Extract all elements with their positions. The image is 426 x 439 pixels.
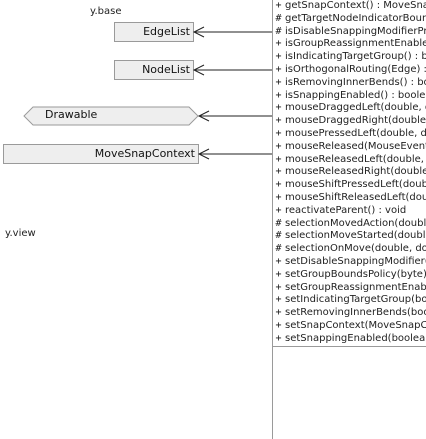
member-row[interactable]: #getTargetNodeIndicatorBounds: [273, 13, 426, 26]
protected-visibility-icon: #: [275, 230, 282, 242]
member-signature: isRemovingInnerBends() : boole: [285, 76, 426, 88]
public-visibility-icon: +: [275, 307, 282, 319]
member-signature: isSnappingEnabled() : boolean: [285, 89, 426, 101]
member-row[interactable]: +setDisableSnappingModifier(int: [273, 256, 426, 269]
member-signature: isGroupReassignmentEnabled(: [285, 38, 426, 50]
member-row[interactable]: #isDisableSnappingModifierPres: [273, 26, 426, 39]
member-signature: mouseReleased(MouseEvent): [285, 140, 426, 152]
member-row[interactable]: +mouseShiftReleasedLeft(double: [273, 192, 426, 205]
protected-visibility-icon: #: [275, 25, 282, 37]
member-signature: selectionMovedAction(double, c: [285, 217, 426, 229]
member-row[interactable]: +mouseReleasedLeft(double, dc: [273, 154, 426, 167]
member-signature: mouseReleasedLeft(double, dc: [285, 153, 426, 165]
public-visibility-icon: +: [275, 115, 282, 127]
arrowhead-movesnapcontext: [197, 148, 210, 160]
arrowhead-drawable: [197, 110, 210, 122]
member-row[interactable]: +setGroupReassignmentEnablec: [273, 282, 426, 295]
public-visibility-icon: +: [275, 166, 282, 178]
member-row[interactable]: +isRemovingInnerBends() : boole: [273, 77, 426, 90]
member-row[interactable]: +isGroupReassignmentEnabled(: [273, 38, 426, 51]
protected-visibility-icon: #: [275, 217, 282, 229]
drawable-outline: [23, 106, 199, 126]
protected-visibility-icon: #: [275, 243, 282, 255]
member-row[interactable]: +mouseDraggedRight(double, d: [273, 115, 426, 128]
member-signature: mouseShiftPressedLeft(double,: [285, 179, 426, 191]
public-visibility-icon: +: [275, 153, 282, 165]
member-signature: setDisableSnappingModifier(int: [285, 255, 426, 267]
member-row[interactable]: #selectionOnMove(double, doub: [273, 243, 426, 256]
interface-drawable-label: Drawable: [45, 108, 98, 121]
public-visibility-icon: +: [275, 0, 282, 11]
member-row[interactable]: #selectionMovedAction(double, c: [273, 218, 426, 231]
member-signature: mousePressedLeft(double, dou: [285, 127, 426, 139]
member-signature: mouseReleasedRight(double, c: [285, 166, 426, 178]
package-label-ybase: y.base: [90, 6, 122, 17]
public-visibility-icon: +: [275, 89, 282, 101]
member-row[interactable]: +getSnapContext() : MoveSnapC: [273, 0, 426, 13]
public-visibility-icon: +: [275, 51, 282, 63]
class-box-nodelist[interactable]: NodeList: [114, 60, 194, 80]
public-visibility-icon: +: [275, 281, 282, 293]
member-signature: isIndicatingTargetGroup() : boc: [285, 51, 426, 63]
class-box-edgelist[interactable]: EdgeList: [114, 22, 194, 42]
public-visibility-icon: +: [275, 319, 282, 331]
public-visibility-icon: +: [275, 294, 282, 306]
public-visibility-icon: +: [275, 179, 282, 191]
interface-drawable[interactable]: Drawable: [23, 106, 199, 126]
member-signature: mouseDraggedRight(double, d: [285, 115, 426, 127]
public-visibility-icon: +: [275, 76, 282, 88]
public-visibility-icon: +: [275, 204, 282, 216]
member-signature: getSnapContext() : MoveSnapC: [285, 0, 426, 11]
member-signature: setSnapContext(MoveSnapCont: [285, 319, 426, 331]
member-row[interactable]: +mouseDraggedLeft(double, do: [273, 102, 426, 115]
public-visibility-icon: +: [275, 332, 282, 344]
member-signature: getTargetNodeIndicatorBounds: [285, 12, 426, 24]
package-label-yview: y.view: [5, 228, 36, 239]
public-visibility-icon: +: [275, 255, 282, 267]
member-signature: mouseDraggedLeft(double, do: [285, 102, 426, 114]
member-row[interactable]: +setGroupBoundsPolicy(byte) : v: [273, 269, 426, 282]
protected-visibility-icon: #: [275, 12, 282, 24]
member-row[interactable]: +setSnappingEnabled(boolean): [273, 333, 426, 347]
member-row[interactable]: +setSnapContext(MoveSnapCont: [273, 320, 426, 333]
member-row[interactable]: +reactivateParent() : void: [273, 205, 426, 218]
member-signature: mouseShiftReleasedLeft(double: [285, 191, 426, 203]
member-signature: setRemovingInnerBends(boolea: [285, 307, 426, 319]
member-signature: selectionMoveStarted(double, c: [285, 230, 426, 242]
member-signature: isDisableSnappingModifierPres: [285, 25, 426, 37]
member-row[interactable]: +mouseReleasedRight(double, c: [273, 166, 426, 179]
public-visibility-icon: +: [275, 38, 282, 50]
member-list-panel: +getSnapContext() : MoveSnapC#getTargetN…: [272, 0, 426, 439]
member-signature: isOrthogonalRouting(Edge) : bo: [285, 63, 426, 75]
relationship-lines: [192, 26, 272, 160]
public-visibility-icon: +: [275, 127, 282, 139]
member-signature: setGroupReassignmentEnablec: [285, 281, 426, 293]
public-visibility-icon: +: [275, 191, 282, 203]
member-signature: selectionOnMove(double, doub: [285, 243, 426, 255]
member-row[interactable]: +mouseReleased(MouseEvent): [273, 141, 426, 154]
member-signature: setSnappingEnabled(boolean): [285, 332, 426, 344]
member-row[interactable]: +isOrthogonalRouting(Edge) : bo: [273, 64, 426, 77]
member-row[interactable]: +setIndicatingTargetGroup(bool: [273, 294, 426, 307]
arrowhead-nodelist: [192, 64, 205, 76]
public-visibility-icon: +: [275, 268, 282, 280]
arrowhead-edgelist: [192, 26, 205, 38]
member-row[interactable]: +mouseShiftPressedLeft(double,: [273, 179, 426, 192]
public-visibility-icon: +: [275, 63, 282, 75]
member-rows: +getSnapContext() : MoveSnapC#getTargetN…: [273, 0, 426, 347]
member-row[interactable]: +isSnappingEnabled() : boolean: [273, 90, 426, 103]
member-row[interactable]: #selectionMoveStarted(double, c: [273, 230, 426, 243]
member-row[interactable]: +mousePressedLeft(double, dou: [273, 128, 426, 141]
public-visibility-icon: +: [275, 102, 282, 114]
member-row[interactable]: +isIndicatingTargetGroup() : boc: [273, 51, 426, 64]
class-box-movesnapcontext[interactable]: MoveSnapContext: [3, 144, 199, 164]
member-signature: reactivateParent() : void: [285, 204, 407, 216]
public-visibility-icon: +: [275, 140, 282, 152]
member-row[interactable]: +setRemovingInnerBends(boolea: [273, 307, 426, 320]
member-signature: setIndicatingTargetGroup(bool: [285, 294, 426, 306]
member-signature: setGroupBoundsPolicy(byte) : v: [285, 268, 426, 280]
